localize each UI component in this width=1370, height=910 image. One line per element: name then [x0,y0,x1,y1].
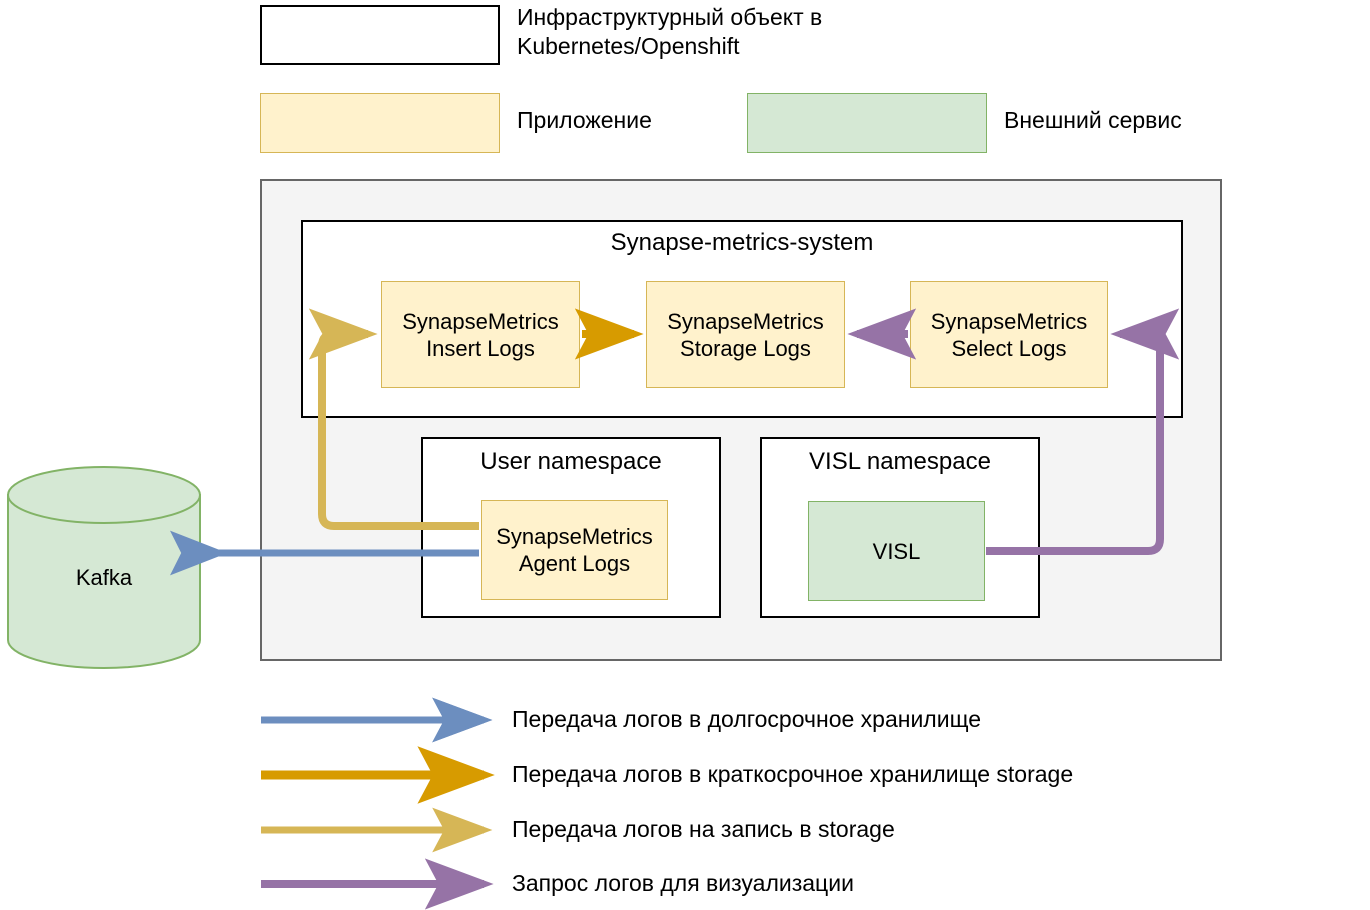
node-kafka-label: Kafka [75,565,133,590]
arrow-legend-label-long-term-storage: Передача логов в долгосрочное хранилище [512,706,982,732]
node-synapsemetrics-storage-logs[interactable]: SynapseMetrics Storage Logs [646,281,845,388]
legend-label-infrastructure: Инфраструктурный объект в Kubernetes/Ope… [517,4,823,59]
node-synapsemetrics-insert-logs[interactable]: SynapseMetrics Insert Logs [381,281,580,388]
legend-label-external-service: Внешний сервис [1004,107,1182,133]
node-synapsemetrics-select-logs[interactable]: SynapseMetrics Select Logs [910,281,1108,388]
group-user-namespace-title: User namespace [480,448,662,475]
legend-swatch-infrastructure [260,5,500,65]
arrow-legend-label-short-term-storage: Передача логов в краткосрочное хранилище… [512,761,1074,787]
node-visl[interactable]: VISL [808,501,985,601]
legend-swatch-external-service [747,93,987,153]
arrow-legend-label-visualization-query: Запрос логов для визуализации [512,870,854,896]
legend-label-application: Приложение [517,107,652,133]
legend-swatch-application [260,93,500,153]
group-synapse-metrics-system-title: Synapse-metrics-system [610,229,874,256]
node-synapsemetrics-agent-logs[interactable]: SynapseMetrics Agent Logs [481,500,668,600]
arrow-legend-label-write-to-storage: Передача логов на запись в storage [512,816,895,842]
group-visl-namespace-title: VISL namespace [809,448,991,475]
